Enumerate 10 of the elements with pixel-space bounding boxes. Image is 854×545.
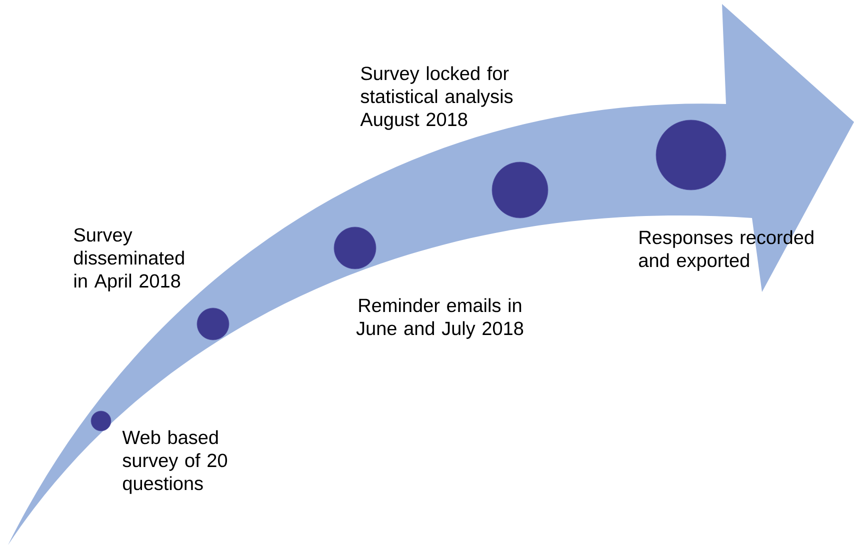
- timeline-dot: [334, 226, 376, 270]
- milestone-text: Web based survey of 20 questions: [122, 430, 228, 494]
- timeline-dot: [656, 120, 726, 190]
- milestone-text: Survey locked for statistical analysis August 2018: [360, 66, 513, 130]
- milestone-text: Responses recorded and exported: [639, 230, 814, 271]
- timeline-dot: [492, 162, 548, 218]
- milestone-text: Survey disseminated in April 2018: [74, 228, 184, 292]
- timeline-dot: [90, 410, 112, 432]
- milestone-text: Reminder emails in June and July 2018: [356, 298, 524, 339]
- timeline-dot: [196, 308, 230, 340]
